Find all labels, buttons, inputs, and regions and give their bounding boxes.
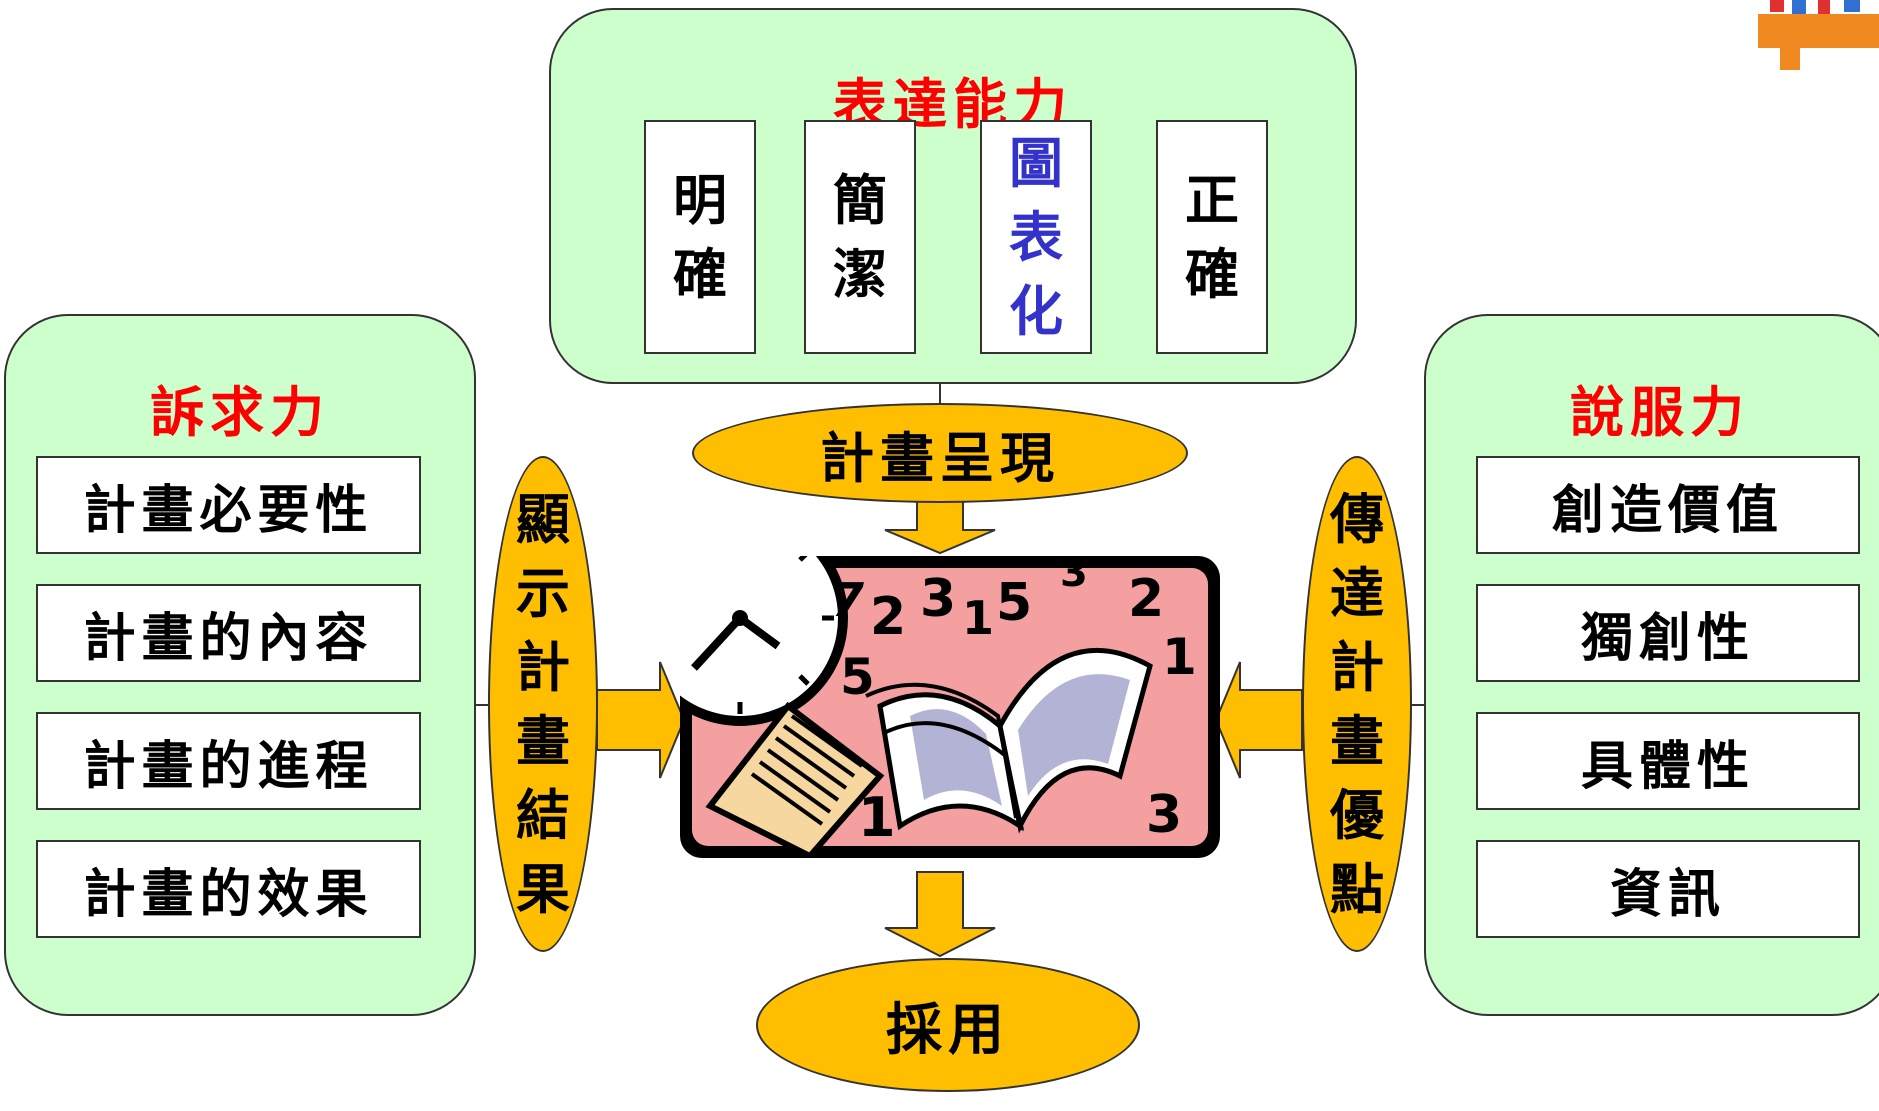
- svg-text:1: 1: [962, 591, 994, 645]
- top-box-2: 簡潔: [804, 120, 916, 354]
- center-clipart: 7 2 3 1 5 3 2 1 5 1 3: [680, 556, 1220, 858]
- vertical-char: 優: [1330, 783, 1384, 847]
- book-icon: [865, 647, 1153, 834]
- right-oval-label: 傳達計畫優點: [1330, 482, 1384, 926]
- left-panel-title: 訴求力: [150, 380, 330, 444]
- right-item-3: 具體性: [1476, 712, 1860, 810]
- vertical-char: 正: [1185, 168, 1239, 232]
- left-item-3: 計畫的進程: [36, 712, 421, 810]
- paper-icon: [705, 701, 885, 858]
- vertical-char: 簡: [833, 168, 887, 232]
- vertical-char: 結: [516, 783, 570, 847]
- vertical-char: 果: [516, 857, 570, 921]
- svg-text:3: 3: [920, 569, 956, 629]
- left-item-4: 計畫的效果: [36, 840, 421, 938]
- vertical-char: 潔: [833, 242, 887, 306]
- top-box-1: 明確: [644, 120, 756, 354]
- svg-text:5: 5: [996, 573, 1032, 633]
- vertical-char: 確: [1185, 242, 1239, 306]
- svg-text:2: 2: [1128, 569, 1164, 629]
- numerals-decoration: 7 2 3 1 5 3 2 1 5 1 3: [832, 556, 1197, 849]
- arrow-right-left: [596, 661, 686, 779]
- top-box-4: 正確: [1156, 120, 1268, 354]
- vertical-char: 表: [1009, 205, 1063, 269]
- top-box-1-label: 明確: [673, 163, 727, 311]
- vertical-char: 顯: [516, 487, 570, 551]
- bottom-oval: 採用: [756, 958, 1140, 1092]
- book-clock-illustration: 7 2 3 1 5 3 2 1 5 1 3: [680, 556, 1208, 858]
- svg-text:3: 3: [1146, 785, 1182, 845]
- svg-text:7: 7: [832, 573, 864, 627]
- right-item-4: 資訊: [1476, 840, 1860, 938]
- right-panel-title: 說服力: [1570, 380, 1750, 444]
- arrow-down-top: [884, 499, 996, 555]
- svg-text:1: 1: [1162, 628, 1197, 686]
- vertical-char: 計: [516, 635, 570, 699]
- vertical-char: 畫: [1330, 709, 1384, 773]
- svg-text:5: 5: [840, 648, 875, 706]
- left-item-1: 計畫必要性: [36, 456, 421, 554]
- right-oval: 傳達計畫優點: [1302, 456, 1412, 952]
- vertical-char: 畫: [516, 709, 570, 773]
- top-box-3: 圖表化: [980, 120, 1092, 354]
- svg-text:2: 2: [870, 587, 906, 647]
- left-item-2: 計畫的內容: [36, 584, 421, 682]
- svg-text:3: 3: [1060, 556, 1088, 596]
- vertical-char: 圖: [1009, 131, 1063, 195]
- vertical-char: 確: [673, 242, 727, 306]
- vertical-char: 傳: [1330, 487, 1384, 551]
- top-box-4-label: 正確: [1185, 163, 1239, 311]
- left-oval: 顯示計畫結果: [488, 456, 598, 952]
- top-box-3-label: 圖表化: [1009, 126, 1063, 348]
- vertical-char: 計: [1330, 635, 1384, 699]
- top-box-2-label: 簡潔: [833, 163, 887, 311]
- vertical-char: 明: [673, 168, 727, 232]
- vertical-char: 達: [1330, 561, 1384, 625]
- top-oval: 計畫呈現: [692, 403, 1188, 503]
- arrow-down-bottom: [884, 871, 996, 958]
- clock-icon: [680, 556, 848, 726]
- left-oval-label: 顯示計畫結果: [516, 482, 570, 926]
- vertical-char: 化: [1009, 279, 1063, 343]
- right-item-1: 創造價值: [1476, 456, 1860, 554]
- arrow-left-right: [1214, 661, 1303, 779]
- right-item-2: 獨創性: [1476, 584, 1860, 682]
- vertical-char: 點: [1330, 857, 1384, 921]
- vertical-char: 示: [516, 561, 570, 625]
- svg-text:1: 1: [858, 786, 896, 849]
